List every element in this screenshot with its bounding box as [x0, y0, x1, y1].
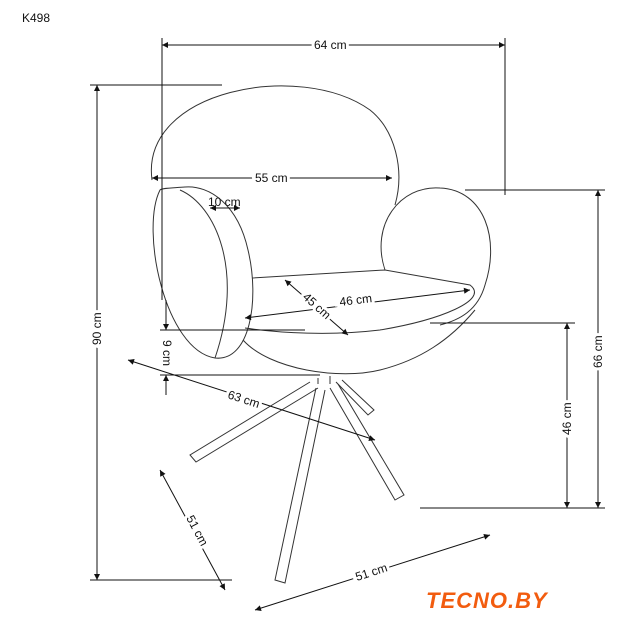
backrest — [150, 85, 400, 206]
base-depth-label: 51 cm — [183, 513, 211, 548]
seat-top — [244, 269, 475, 334]
width-total-label: 64 cm — [314, 38, 347, 52]
seat-thickness-label: 9 cm — [160, 340, 174, 366]
armrest-height-label: 66 cm — [591, 335, 605, 368]
dimension-labels: 64 cm 55 cm 90 cm 66 cm 46 cm 9 cm 10 cm… — [87, 35, 608, 587]
seat-height-label: 46 cm — [560, 402, 574, 435]
right-armrest — [380, 187, 492, 326]
legs — [189, 379, 405, 584]
model-label: K498 — [22, 11, 50, 25]
base-width-label: 51 cm — [354, 560, 389, 583]
seat-bottom — [242, 309, 476, 375]
seat-depth-label: 45 cm — [300, 290, 334, 322]
seat-width-label: 46 cm — [339, 291, 373, 309]
left-armrest — [152, 186, 254, 359]
inner-width-label: 55 cm — [255, 171, 288, 185]
dimension-lines — [90, 38, 605, 612]
diagonal-label: 63 cm — [226, 388, 261, 411]
armrest-thickness-label: 10 cm — [208, 195, 241, 209]
brand-logo: TECNO.BY — [426, 588, 548, 613]
height-total-label: 90 cm — [90, 312, 104, 345]
